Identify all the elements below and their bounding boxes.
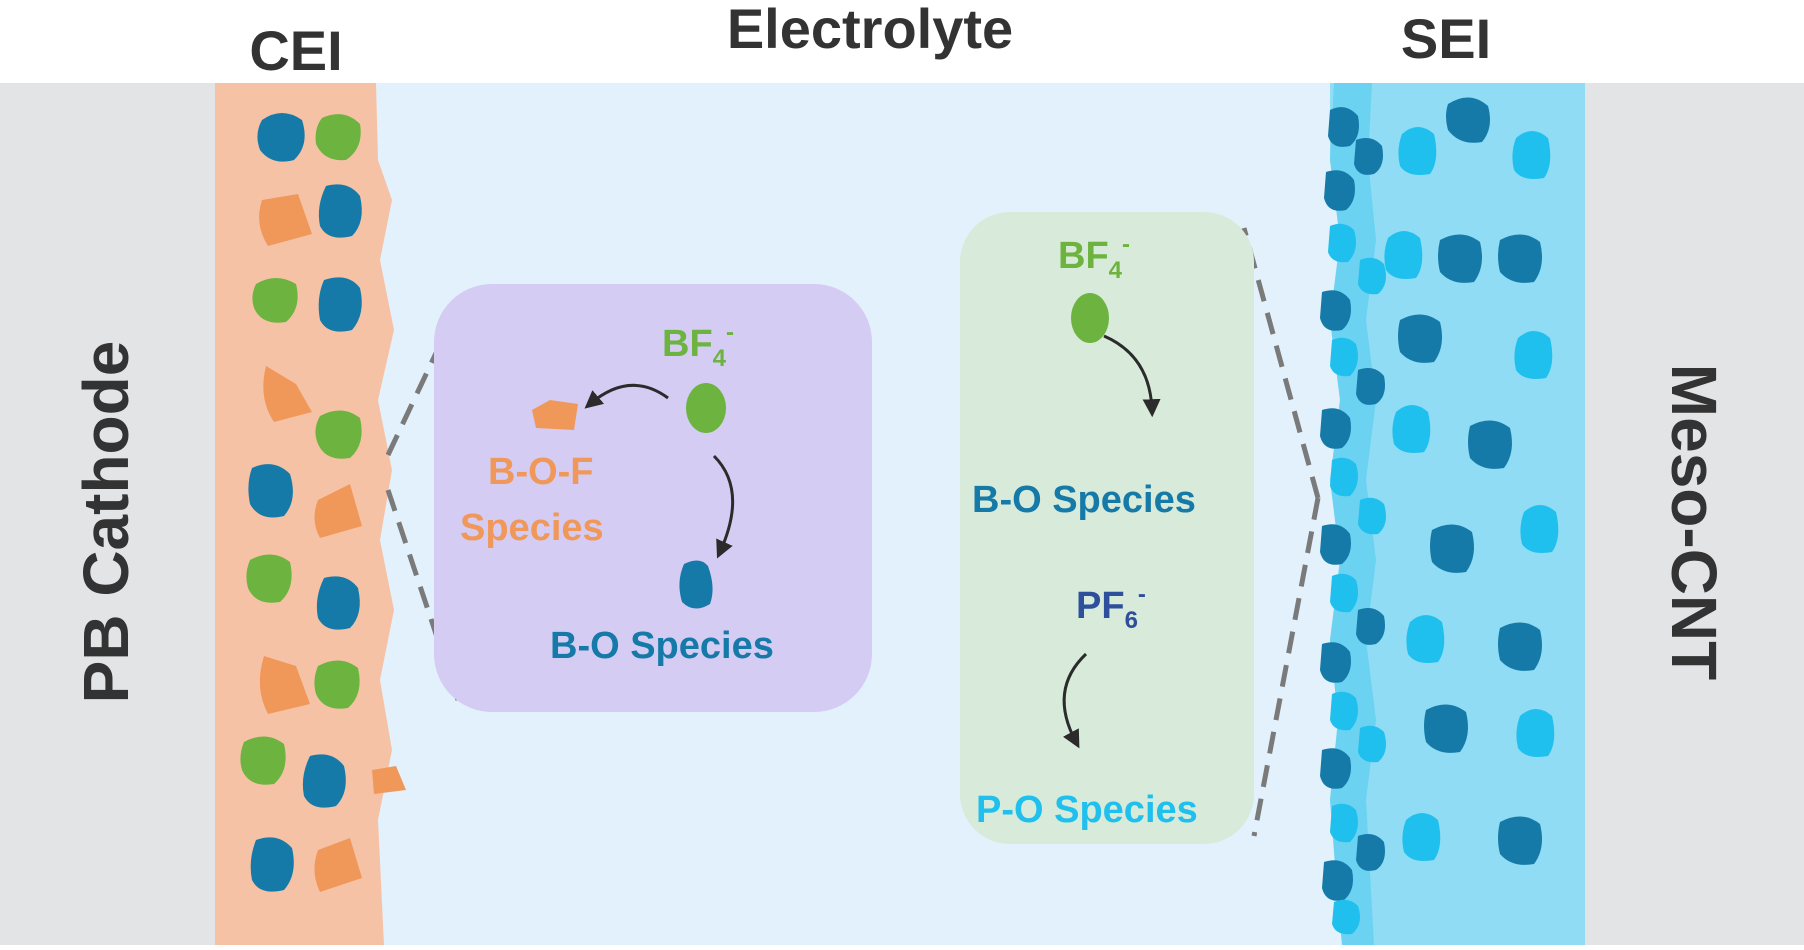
cathode-region <box>0 83 215 945</box>
dark-blue-particle <box>318 184 362 238</box>
sei-product-1: B-O Species <box>972 479 1196 521</box>
sei-boundary-particles <box>1320 107 1386 935</box>
dark-blue-particle <box>1356 608 1385 645</box>
orange-particle <box>259 656 310 714</box>
cei-product-2: B-O Species <box>550 625 774 667</box>
orange-particle <box>314 838 362 892</box>
light-blue-particle <box>1328 223 1356 263</box>
electrolyte-header: Electrolyte <box>727 0 1013 60</box>
dark-blue-particle <box>1320 524 1351 565</box>
light-blue-particle <box>1514 331 1553 379</box>
dark-blue-particle <box>316 576 360 630</box>
sei-anion-1-label: BF4- <box>1058 231 1130 284</box>
bo-particle <box>679 560 713 609</box>
dark-blue-particle <box>1356 368 1385 405</box>
light-blue-particle <box>1330 803 1358 843</box>
light-blue-particle <box>1358 257 1386 295</box>
light-blue-particle <box>1330 337 1358 377</box>
light-blue-particle <box>1332 899 1360 935</box>
light-blue-particle <box>1330 457 1358 497</box>
orange-particle <box>314 484 362 538</box>
dark-blue-particle <box>1430 524 1474 573</box>
dark-blue-particle <box>1324 170 1355 211</box>
green-particle <box>252 278 298 323</box>
arrow-to-bo-species <box>1103 334 1161 418</box>
sei-interior-particles <box>1384 97 1559 865</box>
dark-blue-particle <box>1356 834 1385 871</box>
dark-blue-particle <box>1322 860 1353 901</box>
sei-product-2: P-O Species <box>976 789 1198 831</box>
light-blue-particle <box>1358 497 1386 535</box>
dark-blue-particle <box>318 277 362 332</box>
light-blue-particle <box>1402 813 1441 861</box>
dark-blue-particle <box>1498 816 1542 865</box>
light-blue-particle <box>1330 573 1358 613</box>
orange-particle <box>259 194 312 246</box>
sei-connector-bottom <box>1251 497 1321 837</box>
dark-blue-particle <box>1328 107 1359 147</box>
bof-particle <box>532 400 578 430</box>
dark-blue-particle <box>250 837 294 892</box>
dark-blue-particle <box>1320 748 1351 789</box>
light-blue-particle <box>1406 615 1445 663</box>
green-particle <box>315 410 362 459</box>
sei-connector-top <box>1241 227 1321 499</box>
dark-blue-particle <box>1320 642 1351 683</box>
cei-particles <box>240 113 406 892</box>
light-blue-particle <box>1358 725 1386 763</box>
dark-blue-particle <box>1446 97 1490 143</box>
cei-product-1-line-1: B-O-F <box>488 451 594 493</box>
anode-label: Meso-CNT <box>1658 364 1730 680</box>
dark-blue-particle <box>1438 234 1482 283</box>
dark-blue-particle <box>257 113 305 162</box>
orange-particle <box>263 366 312 422</box>
sei-anion-2-label: PF6- <box>1076 581 1146 634</box>
cei-zoom-panel: BF4- B-O-F Species B-O Species <box>434 284 872 712</box>
cei-layer <box>215 83 394 945</box>
light-blue-particle <box>1516 709 1555 757</box>
green-particle <box>246 554 292 603</box>
dark-blue-particle <box>1498 234 1542 283</box>
dark-blue-particle <box>1424 704 1468 753</box>
cei-panel-box <box>434 284 872 712</box>
light-blue-particle <box>1330 691 1358 731</box>
light-blue-particle <box>1398 127 1437 175</box>
sei-zoom-panel: BF4- B-O Species PF6- P-O Species <box>960 212 1254 844</box>
cei-header: CEI <box>249 19 342 82</box>
green-particle <box>240 736 286 785</box>
light-blue-particle <box>1512 131 1551 179</box>
cei-product-1-line-2: Species <box>460 507 604 549</box>
bf4-anion-particle <box>686 383 726 433</box>
dark-blue-particle <box>1468 420 1512 469</box>
dark-blue-particle <box>1320 290 1351 331</box>
light-blue-particle <box>1392 405 1431 453</box>
green-particle <box>314 660 360 709</box>
dark-blue-particle <box>1498 622 1542 671</box>
cei-anion-label: BF4- <box>662 319 734 372</box>
orange-particle <box>372 766 406 794</box>
dark-blue-particle <box>1320 408 1351 449</box>
dark-blue-particle <box>1398 314 1442 363</box>
dark-blue-particle <box>1354 138 1383 175</box>
light-blue-particle <box>1384 231 1423 279</box>
sei-header: SEI <box>1401 7 1491 70</box>
arrow-to-bof <box>584 384 669 409</box>
dark-blue-particle <box>302 754 346 808</box>
dark-blue-particle <box>248 464 293 518</box>
cathode-label: PB Cathode <box>70 341 142 704</box>
anode-region <box>1585 83 1804 945</box>
bf4-anion-particle <box>1071 293 1109 343</box>
arrow-to-bo <box>712 454 735 559</box>
sei-panel-box <box>960 212 1254 844</box>
green-particle <box>315 114 361 161</box>
light-blue-particle <box>1520 505 1559 553</box>
arrow-to-po-species <box>1062 652 1088 749</box>
